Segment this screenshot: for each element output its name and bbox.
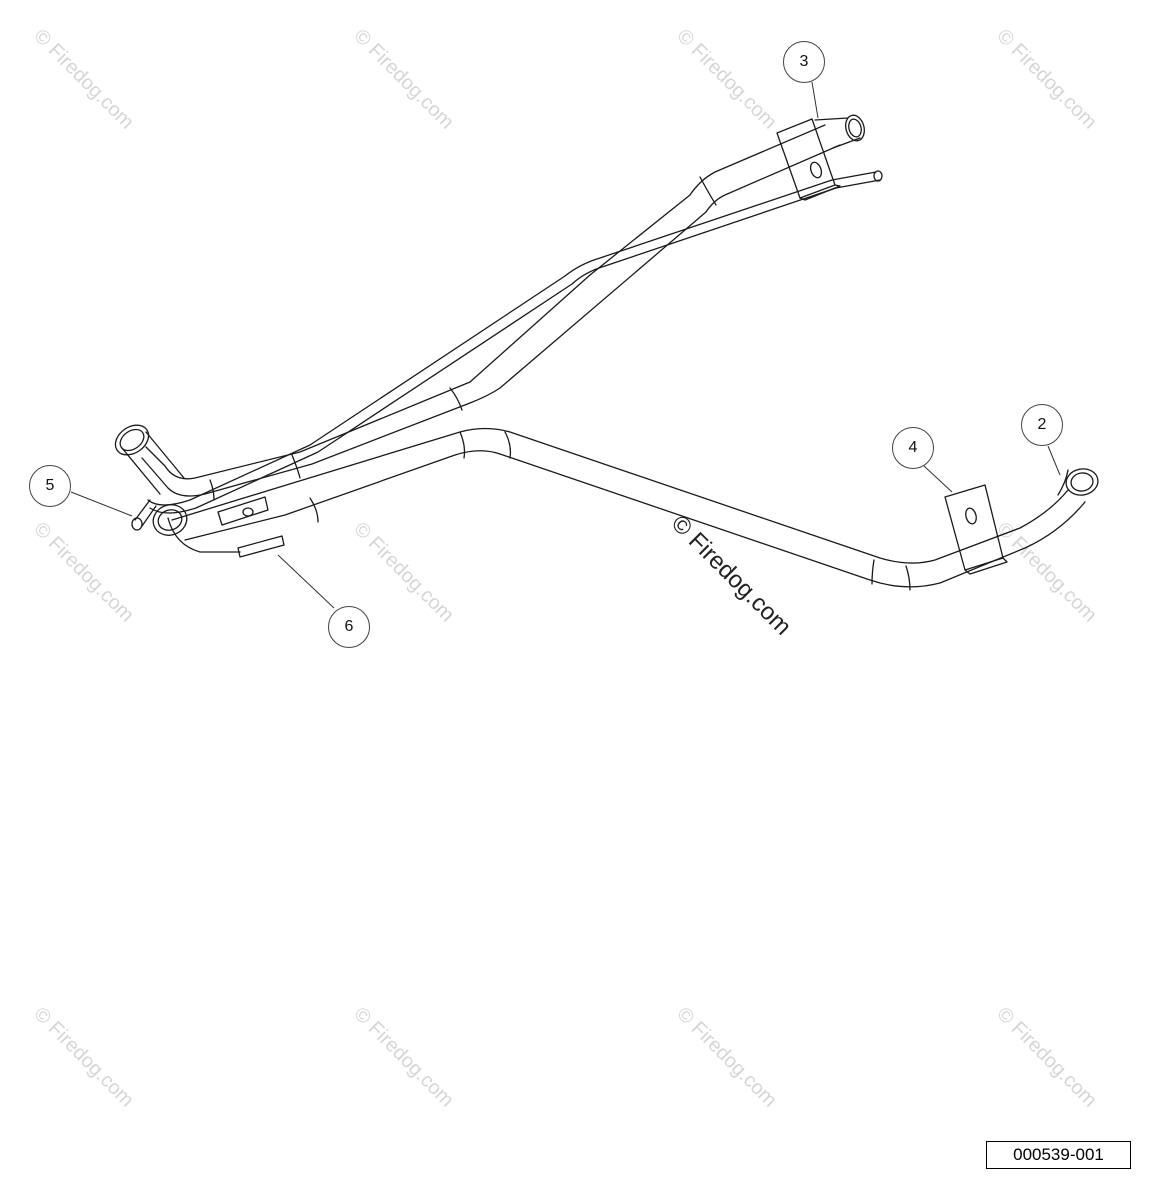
upper-pipe xyxy=(141,124,841,501)
lower-pipe xyxy=(167,427,1086,591)
thin-tube xyxy=(131,170,883,531)
upper-pipe-right-end xyxy=(814,114,865,149)
upper-pipe-left-end xyxy=(114,424,185,495)
clamp-item-4 xyxy=(944,484,1008,575)
callout-3: 3 xyxy=(783,41,825,83)
callout-4: 4 xyxy=(892,427,934,469)
callout-5: 5 xyxy=(29,465,71,507)
callout-2: 2 xyxy=(1021,404,1063,446)
leader-lines xyxy=(70,81,1061,609)
clamp-item-3 xyxy=(776,118,841,201)
document-number: 000539-001 xyxy=(986,1141,1131,1169)
bracket-item-6 xyxy=(217,496,285,558)
lower-pipe-left-end xyxy=(152,504,188,536)
callout-6: 6 xyxy=(328,606,370,648)
lower-pipe-right-end xyxy=(1057,468,1099,496)
